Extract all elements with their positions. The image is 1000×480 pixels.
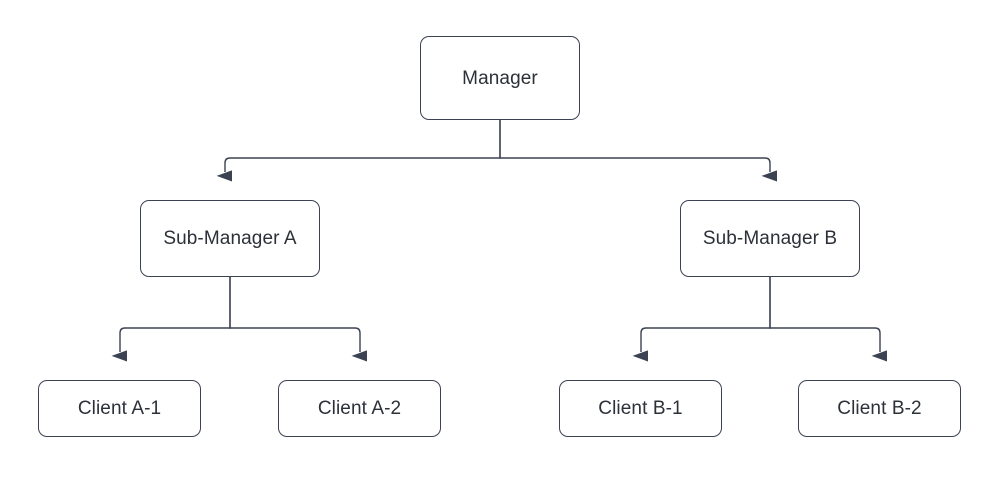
connector-sub-manager-b-to-client-b-2: [769, 277, 887, 362]
node-sub-manager-a[interactable]: Sub-Manager A: [140, 200, 320, 277]
node-sub-manager-b[interactable]: Sub-Manager B: [680, 200, 860, 277]
connector-sub-manager-a-to-client-a-1: [111, 277, 231, 362]
node-client-b-2-label: Client B-2: [837, 398, 922, 419]
node-client-b-1-label: Client B-1: [598, 398, 683, 419]
connector-manager-to-sub-manager-b: [499, 120, 777, 182]
node-client-a-2-label: Client A-2: [317, 398, 402, 419]
connector-manager-to-sub-manager-a: [216, 120, 501, 182]
connector-sub-manager-a-to-client-a-2: [229, 277, 367, 362]
node-sub-manager-a-label: Sub-Manager A: [163, 228, 297, 249]
node-manager[interactable]: Manager: [420, 36, 580, 120]
node-sub-manager-b-label: Sub-Manager B: [702, 228, 838, 249]
node-client-a-1[interactable]: Client A-1: [38, 380, 201, 437]
node-client-b-1[interactable]: Client B-1: [559, 380, 722, 437]
node-client-a-2[interactable]: Client A-2: [278, 380, 441, 437]
node-client-a-1-label: Client A-1: [77, 398, 162, 419]
connector-sub-manager-b-to-client-b-1: [632, 277, 771, 362]
node-client-b-2[interactable]: Client B-2: [798, 380, 961, 437]
node-manager-label: Manager: [462, 67, 538, 89]
